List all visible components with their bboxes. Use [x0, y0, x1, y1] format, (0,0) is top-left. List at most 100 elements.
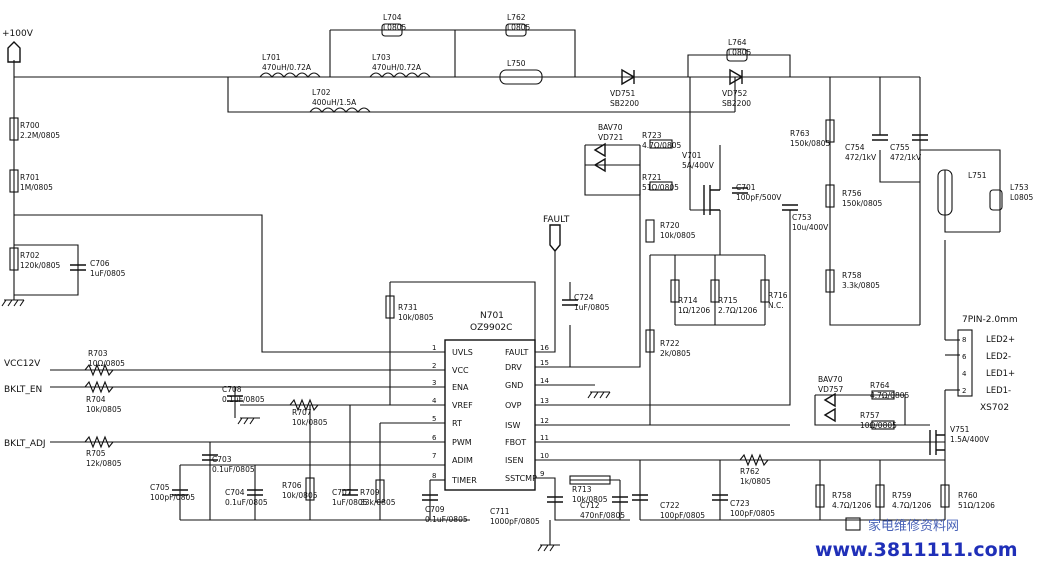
- chip-pin-name-right: GND: [505, 381, 523, 390]
- net-vcc12v: VCC12V: [4, 359, 41, 369]
- component-value: 100pF/0805: [660, 511, 705, 520]
- schematic-components: [1, 23, 1003, 552]
- component-value: 100pF/0805: [730, 509, 775, 518]
- chip-pin-num-right: 16: [540, 344, 549, 352]
- watermark-logo-icon: [845, 517, 861, 531]
- component-ref: L702: [312, 88, 331, 97]
- chip-pin-name-left: ENA: [452, 383, 469, 392]
- component-value: 1.5A/400V: [950, 435, 990, 444]
- component-ref: L750: [507, 59, 526, 68]
- component-value: 4.7Ω/0805: [642, 141, 682, 150]
- component-value: 120k/0805: [20, 261, 61, 270]
- component-ref: C706: [90, 259, 110, 268]
- connector-pin-name: LED2+: [986, 335, 1015, 345]
- chip-pin-num-left: 4: [432, 397, 437, 405]
- connector-ref: XS702: [980, 403, 1009, 413]
- component-ref: R756: [842, 189, 862, 198]
- connector-pin-num: 2: [962, 387, 966, 395]
- connector-pin-num: 6: [962, 353, 967, 361]
- chip-pin-num-right: 9: [540, 470, 544, 478]
- chip-pin-name-left: TIMER: [451, 476, 477, 485]
- connector-pin-name: LED1+: [986, 369, 1015, 379]
- component-ref: R720: [660, 221, 680, 230]
- component-value: L0805: [507, 23, 530, 32]
- component-ref: C708: [222, 385, 242, 394]
- component-value: 2.2M/0805: [20, 131, 60, 140]
- component-ref: R713: [572, 485, 592, 494]
- component-ref: C755: [890, 143, 910, 152]
- component-ref: R703: [88, 349, 108, 358]
- component-ref: R707: [292, 408, 312, 417]
- chip-pin-num-right: 14: [540, 377, 549, 385]
- component-value: 472/1kV: [845, 153, 877, 162]
- component-value: 400uH/1.5A: [312, 98, 357, 107]
- component-ref: R704: [86, 395, 106, 404]
- component-value: 5A/400V: [682, 161, 715, 170]
- component-ref: L703: [372, 53, 391, 62]
- component-ref: R758: [832, 491, 852, 500]
- watermark-cn: 家电维修资料网: [868, 518, 959, 534]
- component-value: 3.3k/0805: [842, 281, 880, 290]
- component-ref: R715: [718, 296, 738, 305]
- component-ref: C707: [332, 488, 352, 497]
- component-ref: C753: [792, 213, 812, 222]
- component-value: 4.7Ω/1206: [892, 501, 932, 510]
- chip-pin-name-left: VCC: [452, 366, 469, 375]
- watermark: 家电维修资料网 www.3811111.com: [815, 517, 1018, 561]
- component-labels: L704L0805L762L0805L764L0805L701470uH/0.7…: [20, 13, 1033, 526]
- net-labels: +100V VCC12V BKLT_EN BKLT_ADJ FAULT: [2, 29, 570, 449]
- component-ref: C711: [490, 507, 510, 516]
- connector-pin-name: LED1-: [986, 386, 1011, 396]
- connector-title: 7PIN-2.0mm: [962, 315, 1018, 325]
- component-value: 51Ω/0805: [642, 183, 679, 192]
- component-value: 1uF/0805: [332, 498, 368, 507]
- component-value: 4.7Ω/1206: [832, 501, 872, 510]
- connector-xs702: 7PIN-2.0mm XS702 LED2+8LED2-6LED1+4LED1-…: [962, 315, 1018, 413]
- component-value: 10Ω/0805: [88, 359, 125, 368]
- component-value: 150k/0805: [842, 199, 883, 208]
- component-value: L0805: [728, 48, 751, 57]
- component-ref: R762: [740, 467, 760, 476]
- chip-pin-name-left: VREF: [452, 401, 473, 410]
- component-value: 470uH/0.72A: [372, 63, 422, 72]
- component-ref: R709: [360, 488, 380, 497]
- chip-pin-num-right: 10: [540, 452, 549, 460]
- component-ref: L762: [507, 13, 526, 22]
- component-value: 10k/0805: [292, 418, 328, 427]
- component-value: 1uF/0805: [90, 269, 126, 278]
- chip-pin-name-right: ISEN: [505, 456, 523, 465]
- component-ref: C705: [150, 483, 170, 492]
- component-ref: R702: [20, 251, 40, 260]
- component-value: 0.1uF/0805: [222, 395, 265, 404]
- component-value: 10u/400V: [792, 223, 829, 232]
- component-ref: R757: [860, 411, 880, 420]
- chip-pin-num-right: 11: [540, 434, 549, 442]
- connector-pin-num: 8: [962, 336, 966, 344]
- ic-oz9902c: N701 OZ9902C UVLS1VCC2ENA3VREF4RT5PWM6AD…: [432, 311, 549, 491]
- chip-pin-num-right: 15: [540, 359, 549, 367]
- component-value: 470uH/0.72A: [262, 63, 312, 72]
- component-ref: C722: [660, 501, 680, 510]
- chip-pin-name-right: FBOT: [505, 438, 526, 447]
- chip-pin-name-right: DRV: [505, 363, 522, 372]
- component-ref: C709: [425, 505, 445, 514]
- chip-pin-num-left: 8: [432, 472, 436, 480]
- net-bklt-adj: BKLT_ADJ: [4, 439, 46, 449]
- component-value: 51Ω/1206: [958, 501, 995, 510]
- component-value: VD721: [598, 133, 623, 142]
- component-ref: L701: [262, 53, 281, 62]
- component-value: L0805: [383, 23, 406, 32]
- chip-pin-num-left: 6: [432, 434, 437, 442]
- component-ref: R723: [642, 131, 662, 140]
- component-value: 0.1uF/0805: [425, 515, 468, 524]
- component-value: 1k/0805: [740, 477, 771, 486]
- component-value: 10k/0805: [282, 491, 318, 500]
- component-value: VD757: [818, 385, 843, 394]
- chip-pin-num-left: 5: [432, 415, 436, 423]
- chip-pin-num-left: 1: [432, 344, 436, 352]
- component-value: 33k/0805: [360, 498, 396, 507]
- component-value: 100pF/0805: [150, 493, 195, 502]
